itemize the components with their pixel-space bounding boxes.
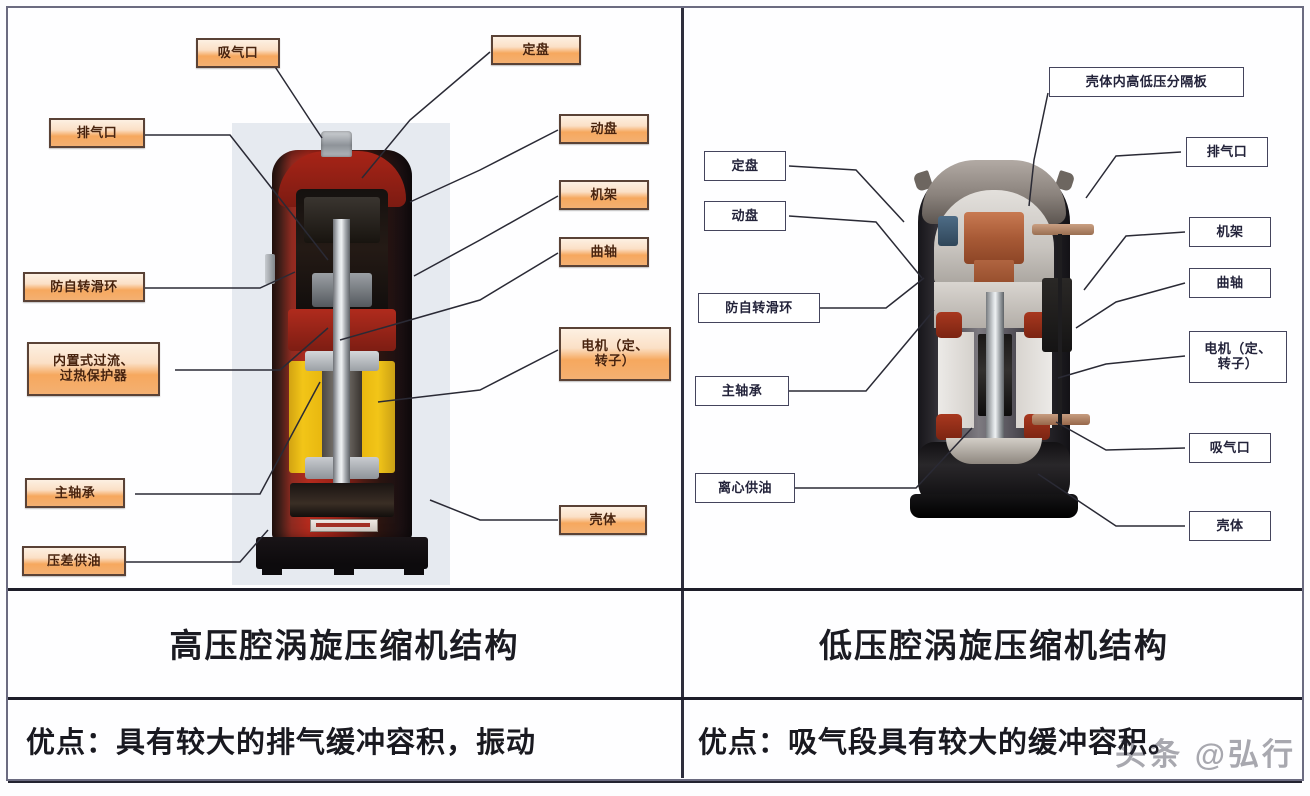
label-overload-protector[interactable]: 内置式过流、 过热保护器 — [27, 342, 160, 396]
label-orbiting-scroll[interactable]: 动盘 — [704, 201, 786, 231]
label-anti-rotation-ring[interactable]: 防自转滑环 — [698, 293, 820, 323]
label-differential-oil-supply[interactable]: 压差供油 — [22, 546, 126, 576]
label-shell[interactable]: 壳体 — [1189, 511, 1271, 541]
label-orbiting-scroll[interactable]: 动盘 — [559, 114, 649, 144]
label-anti-rotation-ring[interactable]: 防自转滑环 — [23, 272, 145, 302]
right-diagram-panel: 壳体内高低压分隔板 定盘 排气口 动盘 机架 曲轴 防自转滑环 电机（定、 转子… — [686, 10, 1302, 586]
label-shell[interactable]: 壳体 — [559, 505, 647, 535]
label-crankshaft[interactable]: 曲轴 — [559, 237, 649, 267]
row-divider-3 — [8, 781, 1302, 783]
right-advantage-cell: 优点：吸气段具有较大的缓冲容积。 — [686, 700, 1302, 780]
left-diagram-panel: 吸气口 定盘 排气口 动盘 机架 曲轴 防自转滑环 内置式过流、 过热保护器 电… — [10, 10, 678, 586]
label-fixed-scroll[interactable]: 定盘 — [491, 35, 581, 65]
right-leader-lines — [788, 92, 1186, 527]
label-crankshaft[interactable]: 曲轴 — [1189, 268, 1271, 298]
row-divider-2 — [8, 697, 1302, 700]
label-discharge-port[interactable]: 排气口 — [1186, 137, 1268, 167]
label-main-bearing[interactable]: 主轴承 — [25, 478, 125, 508]
label-frame[interactable]: 机架 — [1189, 217, 1271, 247]
label-discharge-port[interactable]: 排气口 — [49, 118, 145, 148]
right-caption-cell: 低压腔涡旋压缩机结构 — [686, 590, 1302, 696]
high-pressure-compressor-illustration — [232, 123, 450, 585]
label-frame[interactable]: 机架 — [559, 180, 649, 210]
label-suction-port[interactable]: 吸气口 — [196, 38, 280, 68]
left-caption-cell: 高压腔涡旋压缩机结构 — [10, 590, 679, 696]
label-motor[interactable]: 电机（定、 转子） — [1189, 331, 1287, 383]
left-advantage-text: 优点：具有较大的排气缓冲容积，振动 — [26, 727, 537, 759]
left-leader-lines — [125, 51, 559, 563]
vertical-divider — [681, 8, 684, 778]
row-divider-1 — [8, 588, 1302, 591]
label-centrifugal-oil-supply[interactable]: 离心供油 — [695, 473, 795, 503]
label-motor[interactable]: 电机（定、 转子） — [559, 327, 671, 381]
right-advantage-text: 优点：吸气段具有较大的缓冲容积。 — [698, 727, 1179, 759]
right-caption-text: 低压腔涡旋压缩机结构 — [819, 627, 1169, 664]
suction-cap — [321, 131, 352, 157]
label-main-bearing[interactable]: 主轴承 — [695, 376, 789, 406]
label-hp-lp-partition[interactable]: 壳体内高低压分隔板 — [1049, 67, 1244, 97]
left-caption-text: 高压腔涡旋压缩机结构 — [169, 627, 520, 664]
label-suction-port[interactable]: 吸气口 — [1189, 433, 1271, 463]
label-fixed-scroll[interactable]: 定盘 — [704, 151, 786, 181]
left-advantage-cell: 优点：具有较大的排气缓冲容积，振动 — [10, 700, 679, 780]
low-pressure-compressor-illustration — [882, 142, 1110, 534]
